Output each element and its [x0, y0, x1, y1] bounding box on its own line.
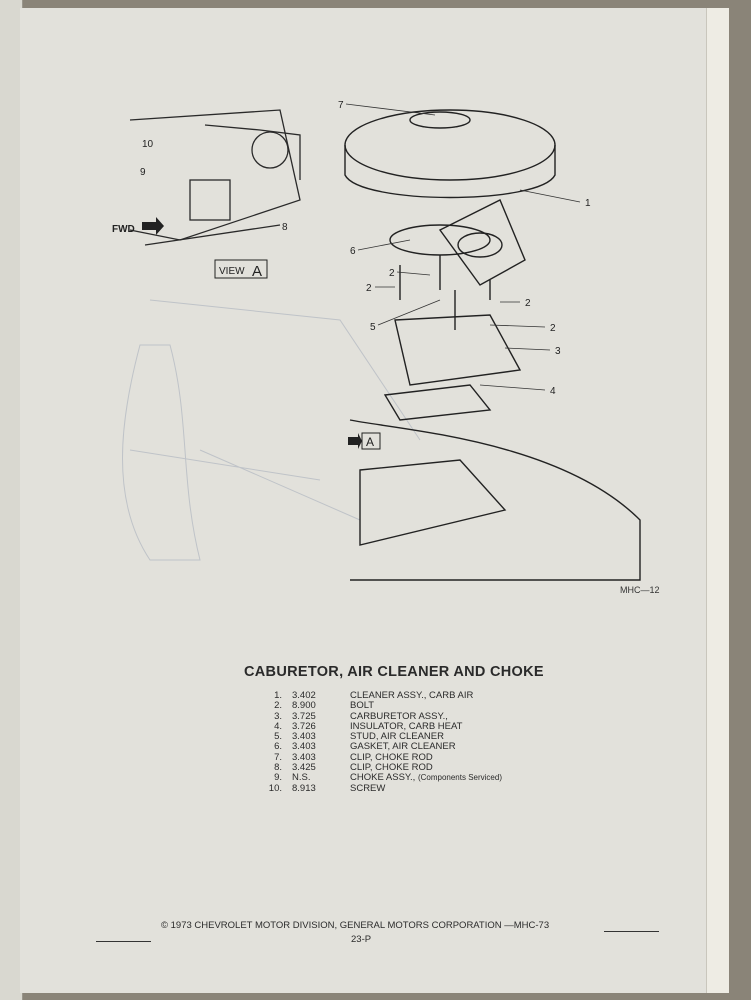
footer-rule-left	[96, 941, 151, 942]
part-number: 1.	[274, 690, 282, 701]
part-description: CLEANER ASSY., CARB AIR	[344, 690, 474, 701]
part-description: SCREW	[344, 782, 386, 794]
part-description-text: CLIP, CHOKE ROD	[350, 751, 433, 763]
parts-list-row: 4. 3.726 INSULATOR, CARB HEAT	[262, 720, 502, 732]
parts-list-row: 2. 8.900 BOLT	[262, 700, 502, 712]
part-code: 3.402	[292, 690, 316, 701]
leader-lines	[345, 103, 581, 391]
part-description: CHOKE ASSY., (Components Serviced)	[344, 773, 502, 783]
part-number: 6.	[274, 741, 282, 753]
figure-reference: MHC—12	[620, 585, 660, 595]
part-number: 7.	[274, 751, 282, 763]
part-code: 8.900	[292, 700, 316, 712]
part-description: CLIP, CHOKE ROD	[344, 762, 433, 774]
part-description-text: CHOKE ASSY.,	[350, 772, 416, 784]
callout-9: 9	[140, 167, 146, 178]
section-title: CABURETOR, AIR CLEANER AND CHOKE	[244, 664, 544, 680]
part-description-text: CLEANER ASSY., CARB AIR	[350, 690, 474, 701]
part-description: BOLT	[344, 701, 374, 711]
faded-engine-background	[122, 299, 421, 561]
parts-list-row: 6. 3.403 GASKET, AIR CLEANER	[262, 741, 502, 753]
part-description: CLIP, CHOKE ROD	[344, 751, 433, 763]
callout-3: 3	[555, 346, 561, 357]
callout-6: 6	[350, 246, 356, 257]
page-number: 23-P	[351, 934, 372, 945]
part-description: CARBURETOR ASSY.,	[344, 710, 448, 722]
part-description-text: CARBURETOR ASSY.,	[350, 710, 448, 722]
air-cleaner-drawing	[344, 109, 641, 581]
view-marker: A	[366, 435, 374, 449]
parts-list-row: 1. 3.402 CLEANER ASSY., CARB AIR	[262, 690, 502, 701]
part-number: 4.	[274, 720, 282, 732]
view-label: VIEW	[219, 266, 245, 277]
part-description-text: GASKET, AIR CLEANER	[350, 741, 456, 753]
callout-7: 7	[338, 100, 344, 111]
callout-1: 1	[585, 198, 591, 209]
callout-8: 8	[282, 222, 288, 233]
callout-2c: 2	[525, 298, 531, 309]
part-description-text: STUD, AIR CLEANER	[350, 731, 444, 743]
parts-list-row: 5. 3.403 STUD, AIR CLEANER	[262, 731, 502, 743]
part-code: 8.913	[292, 782, 316, 794]
callout-4: 4	[550, 386, 556, 397]
part-note: (Components Serviced)	[417, 773, 502, 783]
view-letter: A	[252, 263, 262, 280]
part-number: 2.	[274, 700, 282, 712]
fwd-arrow-icon	[142, 217, 164, 235]
callout-5: 5	[370, 322, 376, 333]
part-code: 3.403	[292, 741, 316, 753]
parts-list-row: 7. 3.403 CLIP, CHOKE ROD	[262, 751, 502, 763]
parts-list-row: 3. 3.725 CARBURETOR ASSY.,	[262, 710, 502, 722]
parts-list-row: 8. 3.425 CLIP, CHOKE ROD	[262, 762, 502, 774]
callout-2b: 2	[366, 283, 372, 294]
part-description: GASKET, AIR CLEANER	[344, 742, 456, 752]
part-number: 9.	[274, 772, 282, 784]
page-stack-edge	[706, 8, 729, 993]
part-number: 8.	[274, 762, 282, 774]
part-number: 10.	[268, 782, 282, 794]
part-code: N.S.	[292, 772, 311, 784]
parts-list-row: 10. 8.913 SCREW	[262, 782, 502, 794]
parts-list: 1. 3.402 CLEANER ASSY., CARB AIR 2. 8.900 BO…	[262, 690, 502, 794]
part-code: 3.726	[292, 720, 316, 732]
part-code: 3.403	[292, 731, 316, 743]
part-description: INSULATOR, CARB HEAT	[344, 720, 463, 732]
callout-2d: 2	[550, 323, 556, 334]
part-number: 5.	[274, 731, 282, 743]
part-description-text: BOLT	[350, 700, 375, 712]
view-a-inset	[129, 109, 301, 246]
part-description-text: INSULATOR, CARB HEAT	[350, 720, 463, 732]
fwd-label: FWD	[112, 224, 135, 235]
callout-10: 10	[142, 139, 154, 150]
part-description-text: CLIP, CHOKE ROD	[350, 762, 433, 774]
parts-list-row: 9. N.S. CHOKE ASSY., (Components Serviced)	[262, 772, 502, 784]
manual-page	[20, 8, 710, 993]
part-code: 3.403	[292, 751, 316, 763]
part-code: 3.425	[292, 762, 316, 774]
view-label-box	[214, 259, 268, 279]
part-number: 3.	[274, 710, 282, 722]
footer-rule-right	[604, 931, 659, 932]
callout-2a: 2	[389, 268, 395, 279]
part-code: 3.725	[292, 710, 316, 722]
copyright-text: © 1973 CHEVROLET MOTOR DIVISION, GENERAL…	[161, 920, 550, 931]
part-description-text: SCREW	[350, 782, 386, 794]
part-description: STUD, AIR CLEANER	[344, 732, 444, 742]
view-arrow-icon	[348, 433, 362, 449]
